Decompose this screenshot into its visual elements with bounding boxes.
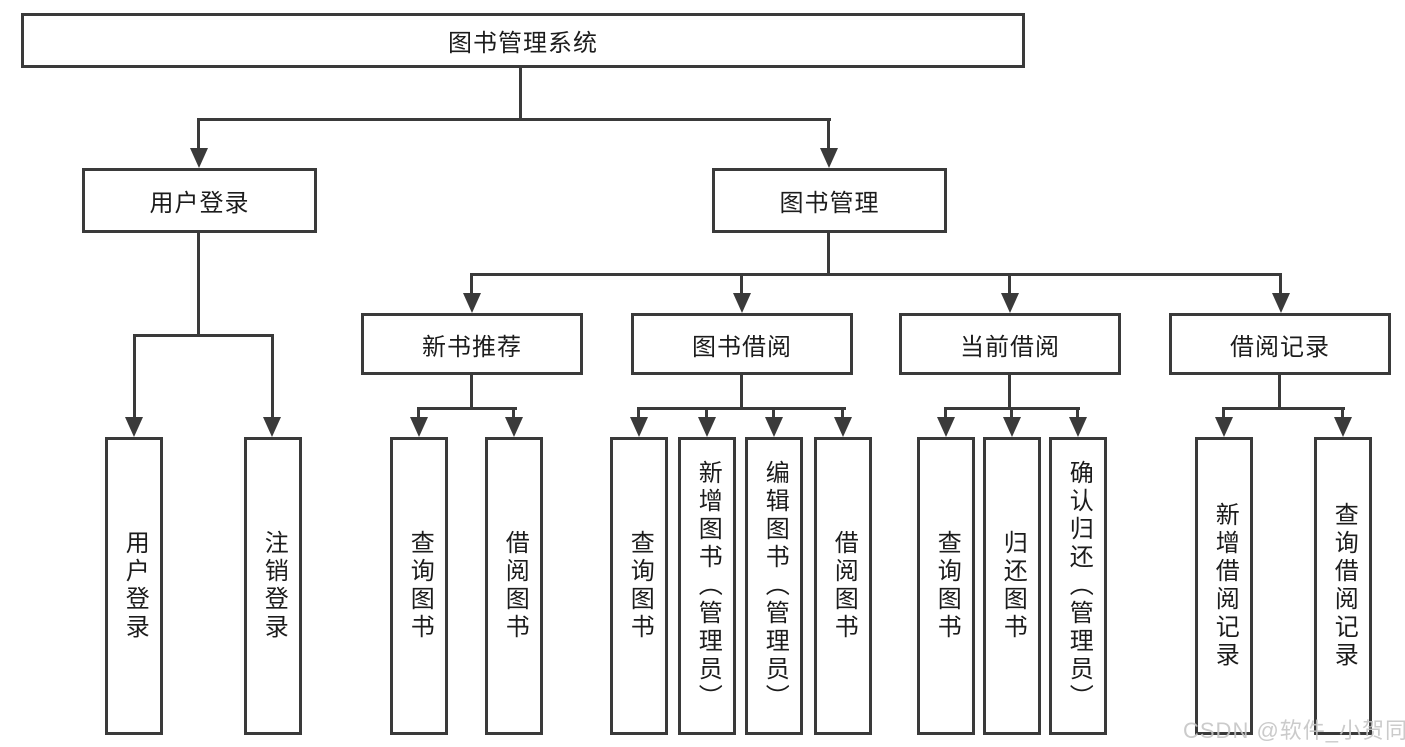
connector-stub (637, 407, 640, 419)
connector-recommend-vertical (470, 375, 473, 410)
arrowhead-down-icon (125, 417, 143, 437)
arrowhead-down-icon (410, 417, 428, 437)
node-library-system: 图书管理系统 (21, 13, 1025, 68)
arrowhead-down-icon (1069, 417, 1087, 437)
node-new-book-recommend: 新书推荐 (361, 313, 583, 375)
node-current-borrowing-label: 当前借阅 (960, 333, 1060, 361)
leaf-logout-label: 注销登录 (260, 530, 288, 642)
connector-stub (512, 407, 515, 419)
connector-stub (133, 334, 136, 417)
arrowhead-down-icon (1003, 417, 1021, 437)
arrowhead-down-icon (1272, 293, 1290, 313)
connector-stub (1010, 407, 1013, 419)
node-user-login-label: 用户登录 (149, 190, 250, 217)
connector-stub (197, 118, 200, 148)
leaf-user-login-label: 用户登录 (121, 530, 149, 642)
connector-bookmgmt-horizontal (470, 273, 1282, 276)
connector-borrowing-horizontal (637, 407, 846, 410)
node-book-borrowing: 图书借阅 (631, 313, 853, 375)
leaf-query-books-current: 查询图书 (917, 437, 975, 735)
leaf-add-books-admin: 新增图书（管理员） (678, 437, 736, 735)
node-book-management-label: 图书管理 (779, 190, 880, 217)
connector-records-vertical (1278, 375, 1281, 410)
node-new-book-recommend-label: 新书推荐 (422, 333, 522, 361)
node-borrowing-records-label: 借阅记录 (1230, 333, 1330, 361)
connector-root-vertical (519, 68, 522, 118)
leaf-add-borrow-record-label: 新增借阅记录 (1211, 502, 1239, 670)
leaf-add-books-admin-label: 新增图书（管理员） (694, 460, 722, 712)
leaf-query-books-borrowing-label: 查询图书 (626, 530, 654, 642)
node-borrowing-records: 借阅记录 (1169, 313, 1391, 375)
arrowhead-down-icon (698, 417, 716, 437)
node-current-borrowing: 当前借阅 (899, 313, 1121, 375)
leaf-logout: 注销登录 (244, 437, 302, 735)
arrowhead-down-icon (1334, 417, 1352, 437)
leaf-borrow-books-borrowing: 借阅图书 (814, 437, 872, 735)
leaf-borrow-books-recommend-label: 借阅图书 (501, 530, 529, 642)
arrowhead-down-icon (463, 293, 481, 313)
arrowhead-down-icon (937, 417, 955, 437)
leaf-query-borrow-record-label: 查询借阅记录 (1330, 502, 1358, 670)
leaf-confirm-return-admin: 确认归还（管理员） (1049, 437, 1107, 735)
arrowhead-down-icon (765, 417, 783, 437)
connector-userlogin-horizontal (133, 334, 274, 337)
connector-stub (1279, 273, 1282, 293)
leaf-edit-books-admin: 编辑图书（管理员） (745, 437, 803, 735)
arrowhead-down-icon (263, 417, 281, 437)
leaf-return-books-label: 归还图书 (999, 530, 1027, 642)
leaf-edit-books-admin-label: 编辑图书（管理员） (761, 460, 789, 712)
connector-borrowing-vertical (740, 375, 743, 410)
leaf-query-books-borrowing: 查询图书 (610, 437, 668, 735)
arrowhead-down-icon (505, 417, 523, 437)
connector-stub (1341, 407, 1344, 419)
connector-stub (1008, 273, 1011, 293)
connector-recommend-horizontal (417, 407, 517, 410)
connector-stub (1222, 407, 1225, 419)
node-user-login: 用户登录 (82, 168, 317, 233)
leaf-borrow-books-borrowing-label: 借阅图书 (830, 530, 858, 642)
arrowhead-down-icon (630, 417, 648, 437)
leaf-query-books-recommend: 查询图书 (390, 437, 448, 735)
connector-stub (740, 273, 743, 293)
arrowhead-down-icon (190, 148, 208, 168)
leaf-query-books-recommend-label: 查询图书 (406, 530, 434, 642)
arrowhead-down-icon (1001, 293, 1019, 313)
arrowhead-down-icon (1215, 417, 1233, 437)
leaf-query-borrow-record: 查询借阅记录 (1314, 437, 1372, 735)
connector-stub (772, 407, 775, 419)
arrowhead-down-icon (820, 148, 838, 168)
connector-stub (827, 118, 830, 148)
connector-userlogin-vertical (197, 233, 200, 337)
node-library-system-label: 图书管理系统 (448, 30, 598, 57)
connector-stub (705, 407, 708, 419)
leaf-borrow-books-recommend: 借阅图书 (485, 437, 543, 735)
connector-stub (470, 273, 473, 293)
leaf-return-books: 归还图书 (983, 437, 1041, 735)
connector-stub (271, 334, 274, 417)
connector-stub (1076, 407, 1079, 419)
connector-stub (841, 407, 844, 419)
arrowhead-down-icon (834, 417, 852, 437)
connector-bookmgmt-vertical (827, 233, 830, 276)
leaf-query-books-current-label: 查询图书 (933, 530, 961, 642)
leaf-user-login: 用户登录 (105, 437, 163, 735)
arrowhead-down-icon (733, 293, 751, 313)
node-book-borrowing-label: 图书借阅 (692, 333, 792, 361)
csdn-watermark: CSDN @软件_小贺同学 (1183, 718, 1405, 743)
leaf-confirm-return-admin-label: 确认归还（管理员） (1065, 460, 1093, 712)
connector-records-horizontal (1222, 407, 1345, 410)
connector-stub (944, 407, 947, 419)
connector-current-vertical (1008, 375, 1011, 410)
leaf-add-borrow-record: 新增借阅记录 (1195, 437, 1253, 735)
connector-root-horizontal (197, 118, 831, 121)
connector-stub (417, 407, 420, 419)
node-book-management: 图书管理 (712, 168, 947, 233)
